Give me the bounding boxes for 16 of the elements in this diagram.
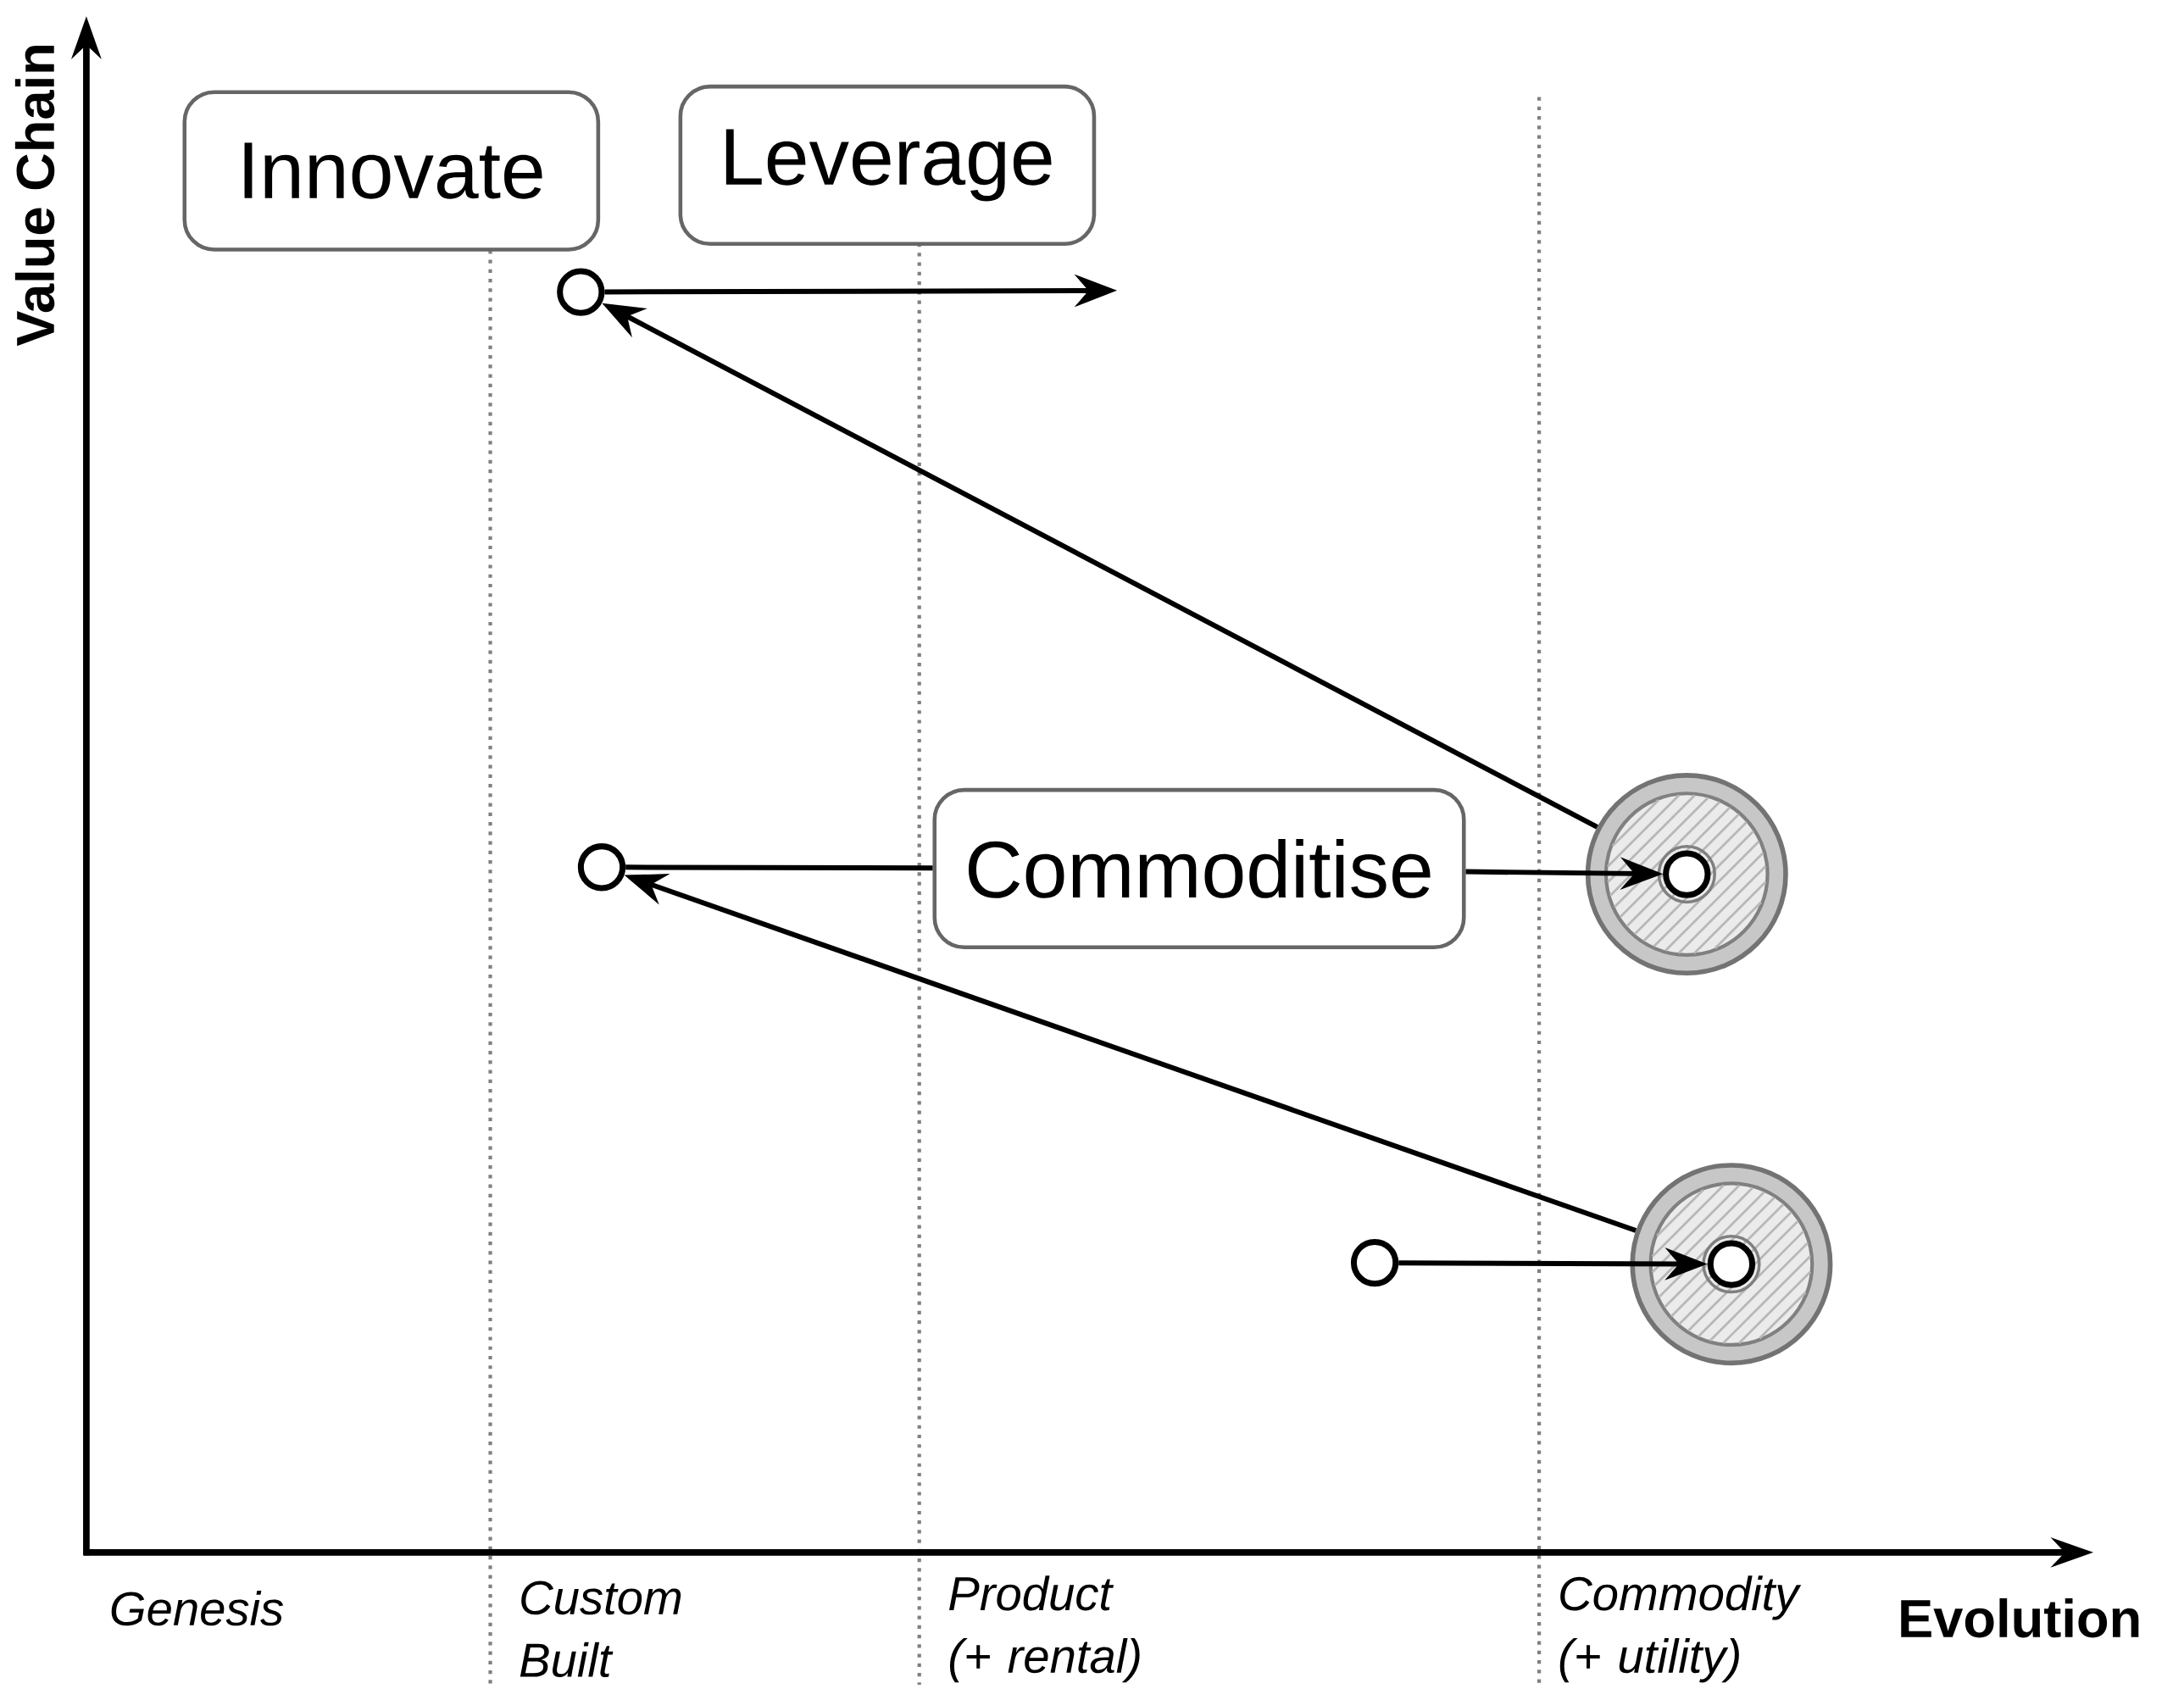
point-circle <box>577 843 626 892</box>
label-box: Commoditise <box>932 787 1466 950</box>
stage-label: Custom Built <box>520 1581 681 1678</box>
stage-label: Genesis <box>111 1591 283 1626</box>
point-circle <box>1663 850 1711 898</box>
axis-label: Evolution <box>1901 1597 2139 1638</box>
target-circle <box>1585 773 1788 976</box>
point-circle <box>1707 1240 1756 1288</box>
label-box: Leverage <box>678 84 1097 247</box>
stage-label: Commodity (+ utility) <box>1559 1575 1802 1683</box>
label-box: Innovate <box>182 90 601 252</box>
stage-label: Product (+ rental) <box>949 1575 1140 1683</box>
point-circle <box>1350 1238 1399 1287</box>
target-circle <box>1630 1163 1833 1366</box>
point-circle <box>557 268 605 316</box>
axis-label: Value Chain <box>14 46 55 347</box>
